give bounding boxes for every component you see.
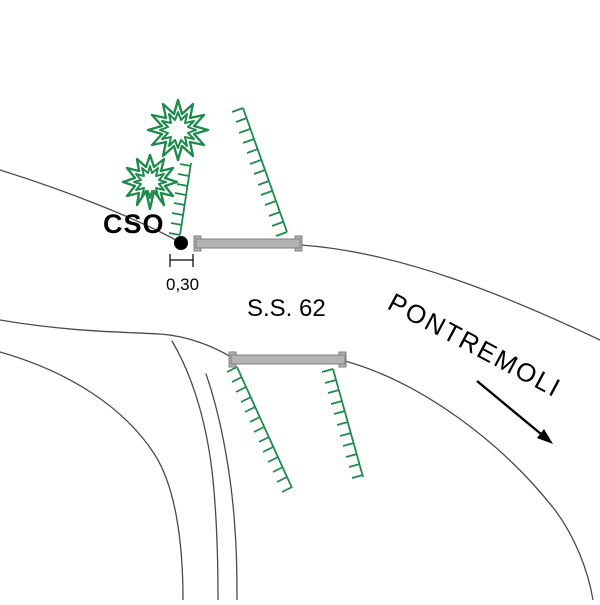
slope-hatch-upper-long bbox=[231, 107, 288, 237]
branch-road-left-edge bbox=[0, 351, 184, 601]
arrow-head bbox=[537, 429, 553, 444]
dimension-marks bbox=[169, 254, 194, 267]
road-name-label: S.S. 62 bbox=[247, 295, 326, 322]
traffic-island-edge bbox=[205, 373, 238, 601]
slope-hatching bbox=[168, 107, 364, 493]
slope-hatch-lower-right bbox=[321, 368, 364, 479]
hatch-ticks bbox=[168, 163, 192, 236]
guardrail-bar-lower bbox=[228, 351, 347, 368]
destination-label: PONTREMOLI bbox=[383, 287, 567, 404]
dimension-label: 0,30 bbox=[166, 275, 199, 294]
tree-crown-outline bbox=[146, 98, 210, 162]
hatch-ticks bbox=[321, 368, 364, 479]
hatch-spine bbox=[179, 162, 192, 236]
slope-hatch-lower-left bbox=[226, 366, 293, 493]
tree-crown-outline bbox=[121, 153, 179, 211]
hatch-ticks bbox=[226, 366, 293, 493]
hatch-ticks bbox=[231, 107, 288, 237]
slope-hatch-upper-short bbox=[168, 162, 192, 236]
trees bbox=[121, 98, 210, 211]
guardrail-bar-upper bbox=[193, 235, 303, 252]
point-name-label: CSO bbox=[103, 209, 165, 239]
road-edge-upper-right bbox=[300, 244, 600, 341]
tree-crown-detail bbox=[159, 111, 197, 149]
guardrail-rail bbox=[230, 354, 346, 365]
guardrail-rail bbox=[195, 238, 301, 249]
hatch-spine bbox=[236, 366, 293, 489]
point-marker bbox=[174, 236, 188, 250]
arrow-shaft bbox=[476, 380, 542, 435]
road-edge-lower-right bbox=[344, 360, 594, 601]
tree-crown-detail bbox=[133, 165, 167, 199]
tree-icon bbox=[146, 98, 210, 162]
road-edge-upper-left bbox=[0, 169, 177, 241]
guardrail-bars bbox=[193, 235, 347, 368]
branch-road-right-edge bbox=[171, 340, 219, 601]
road-edge-lower-left bbox=[0, 319, 232, 358]
road-outlines bbox=[0, 169, 600, 601]
tree-icon bbox=[121, 153, 179, 211]
direction-arrow bbox=[476, 380, 553, 444]
hatch-spine bbox=[332, 368, 364, 478]
